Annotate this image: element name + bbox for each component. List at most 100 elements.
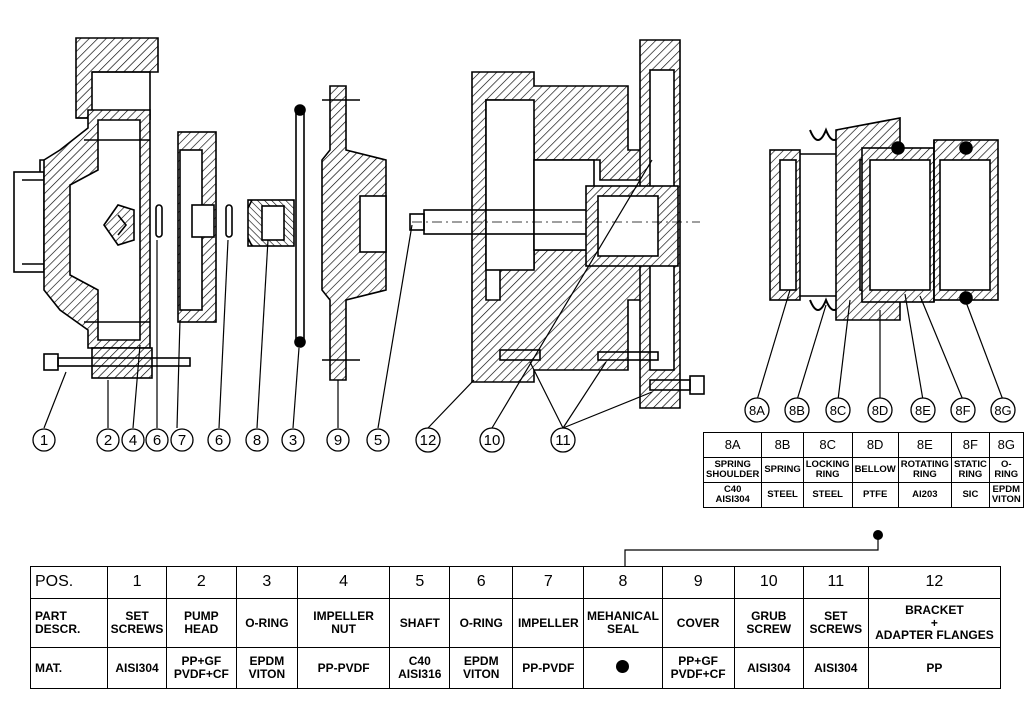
callout-8g: 8G — [990, 397, 1016, 423]
seal-desc-8d: BELLOW — [851, 457, 899, 483]
seal-mat-8b: STEEL — [761, 482, 804, 508]
pos-7: 7 — [512, 566, 585, 599]
descr-3: O-RING — [235, 598, 298, 648]
material-label: MAT. — [29, 647, 109, 689]
descr-7: IMPELLER — [512, 598, 585, 648]
seal-mat-8c: STEEL — [802, 482, 853, 508]
callout-6a: 6 — [145, 428, 169, 452]
callout-8d: 8D — [867, 397, 893, 423]
descr-12: BRACKET+ADAPTER FLANGES — [867, 598, 1002, 648]
filled-dot-icon — [616, 660, 630, 674]
bracket-part — [471, 39, 681, 409]
svg-text:3: 3 — [289, 432, 297, 449]
pos-label: POS. — [29, 566, 109, 599]
seal-col-8e: 8E — [897, 432, 952, 458]
pos-8: 8 — [583, 566, 663, 599]
svg-text:8B: 8B — [789, 403, 805, 418]
seal-desc-8g: O-RING — [988, 457, 1024, 483]
descr-5: SHAFT — [389, 598, 451, 648]
callout-8f: 8F — [950, 397, 976, 423]
impeller-part — [177, 131, 217, 323]
callout-8c: 8C — [825, 397, 851, 423]
mat-11: AISI304 — [802, 647, 869, 689]
pos-2: 2 — [165, 566, 237, 599]
seal-detail-drawing — [769, 117, 999, 321]
seal-desc-8b: SPRING — [761, 457, 804, 483]
svg-text:1: 1 — [40, 432, 48, 449]
callout-8a: 8A — [744, 397, 770, 423]
callout-4: 4 — [121, 428, 145, 452]
svg-text:8A: 8A — [749, 403, 765, 418]
svg-text:6: 6 — [153, 432, 161, 449]
pos-11: 11 — [802, 566, 869, 599]
callout-5: 5 — [366, 428, 390, 452]
cover-part — [321, 85, 387, 381]
seal-col-8f: 8F — [950, 432, 990, 458]
svg-text:8: 8 — [253, 432, 261, 449]
callout-9: 9 — [326, 428, 350, 452]
mat-4: PP-PVDF — [296, 647, 391, 689]
mat-12: PP — [867, 647, 1002, 689]
seal-table-header-row: 8A 8B 8C 8D 8E 8F 8G — [702, 432, 1024, 458]
pos-1: 1 — [107, 566, 167, 599]
svg-text:10: 10 — [484, 432, 501, 449]
descr-9: COVER — [661, 598, 735, 648]
seal-col-8c: 8C — [802, 432, 853, 458]
svg-text:9: 9 — [334, 432, 342, 449]
descr-6: O-RING — [449, 598, 514, 648]
seal-col-8d: 8D — [851, 432, 899, 458]
svg-text:2: 2 — [104, 432, 112, 449]
callout-8: 8 — [245, 428, 269, 452]
svg-text:7: 7 — [178, 432, 186, 449]
pos-9: 9 — [661, 566, 735, 599]
callout-3: 3 — [281, 428, 305, 452]
svg-text:6: 6 — [215, 432, 223, 449]
callout-11: 11 — [550, 427, 576, 453]
seal-col-8g: 8G — [988, 432, 1024, 458]
set-screw-part — [43, 353, 191, 371]
svg-text:4: 4 — [129, 432, 137, 449]
svg-text:8E: 8E — [915, 403, 931, 418]
callout-1: 1 — [32, 428, 56, 452]
callout-8e: 8E — [910, 397, 936, 423]
svg-text:5: 5 — [374, 432, 382, 449]
svg-text:8C: 8C — [830, 403, 847, 418]
svg-text:11: 11 — [555, 432, 571, 449]
pos-6: 6 — [449, 566, 514, 599]
mat-7: PP-PVDF — [512, 647, 585, 689]
pos-4: 4 — [296, 566, 391, 599]
svg-text:8G: 8G — [994, 403, 1011, 418]
callout-2: 2 — [96, 428, 120, 452]
pos-5: 5 — [389, 566, 451, 599]
pos-3: 3 — [235, 566, 298, 599]
mat-10: AISI304 — [733, 647, 804, 689]
seal-mat-8d: PTFE — [851, 482, 899, 508]
seal-col-8b: 8B — [761, 432, 804, 458]
mechanical-seal-part — [247, 199, 295, 247]
position-row: POS. 1 2 3 4 5 6 7 8 9 10 11 12 — [29, 566, 1002, 599]
seal-col-8a: 8A — [702, 432, 763, 458]
